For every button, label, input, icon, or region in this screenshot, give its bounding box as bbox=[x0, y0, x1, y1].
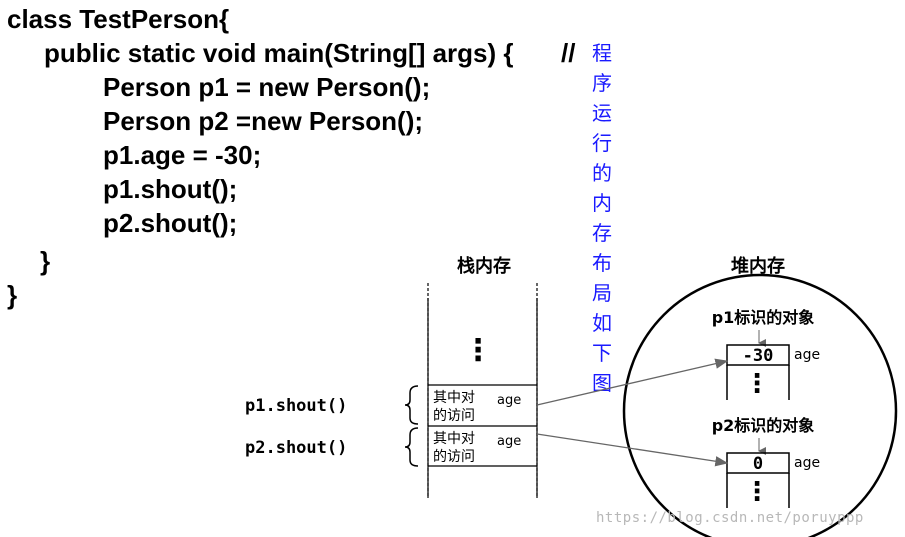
heap-object-title: p1标识的对象 bbox=[712, 308, 815, 327]
watermark: https://blog.csdn.net/poruyppp bbox=[596, 510, 864, 526]
heap-dots: ⋮ bbox=[744, 477, 770, 507]
call-label-p1-shout: p1.shout() bbox=[245, 396, 347, 416]
field-box bbox=[726, 344, 790, 366]
code-line-age: p1.age = -30; bbox=[103, 140, 262, 170]
heap-circle bbox=[622, 273, 898, 537]
brace-icon bbox=[404, 427, 419, 467]
code-line-close-main: } bbox=[40, 246, 51, 276]
frame-text-line1: 其中对 bbox=[433, 431, 475, 447]
frame-text-line1: 其中对 bbox=[433, 390, 475, 406]
code-line-p1: Person p1 = new Person(); bbox=[103, 72, 431, 102]
brace-icon bbox=[404, 385, 419, 425]
code-line-p2-shout: p2.shout(); bbox=[103, 208, 238, 238]
code-line-main: public static void main(String[] args) { bbox=[44, 38, 514, 68]
field-value: -30 bbox=[743, 346, 774, 366]
code-line-close-class: } bbox=[7, 280, 18, 310]
code-line-p2: Person p2 =new Person(); bbox=[103, 106, 424, 136]
stack-frame-p1: 其中对 age 的访问 bbox=[433, 390, 521, 424]
frame-text-line2: 的访问 bbox=[433, 408, 475, 424]
stack-title: 栈内存 bbox=[457, 255, 511, 277]
frame-text-line2: 的访问 bbox=[433, 449, 475, 465]
reference-arrow-p1 bbox=[536, 358, 729, 406]
heap-object-title: p2标识的对象 bbox=[712, 416, 815, 435]
field-name: age bbox=[794, 347, 820, 363]
heap-object-p2: p2标识的对象 0 age ⋮ bbox=[712, 416, 820, 508]
code-line-p1-shout: p1.shout(); bbox=[103, 174, 238, 204]
code-comment: 程序运行的内存布局如下图 bbox=[592, 41, 612, 395]
code-line-class: class TestPerson{ bbox=[7, 4, 230, 34]
field-value: 0 bbox=[753, 454, 763, 474]
comment-slashes: // bbox=[561, 38, 576, 68]
reference-arrow-p2 bbox=[536, 433, 729, 467]
frame-text-age: age bbox=[497, 434, 521, 449]
frame-text-age: age bbox=[497, 393, 521, 408]
heap-object-p1: p1标识的对象 -30 age ⋮ bbox=[712, 308, 820, 400]
stack-frame-p2: 其中对 age 的访问 bbox=[433, 431, 521, 465]
field-name: age bbox=[794, 455, 820, 471]
heap-title: 堆内存 bbox=[731, 255, 785, 277]
stack-dots: ⋮ bbox=[463, 333, 493, 368]
heap-dots: ⋮ bbox=[744, 369, 770, 399]
call-label-p2-shout: p2.shout() bbox=[245, 438, 347, 458]
